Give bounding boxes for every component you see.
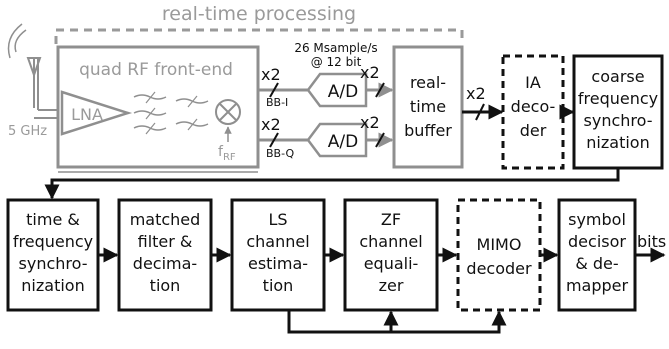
bbq-label: BB-Q (266, 147, 294, 160)
bits-output-label: bits (637, 232, 666, 251)
time-freq-sync-label-2: frequency (13, 232, 93, 251)
wrap-wire (44, 168, 620, 200)
symbol-decisor-label-3: & de- (575, 254, 618, 273)
bbi-multiplier-label: x2 (261, 65, 281, 84)
zf-equalizer-label-2: channel (359, 232, 422, 251)
realtime-bracket (54, 28, 464, 44)
ls-estimation-label-2: channel (246, 232, 309, 251)
time-freq-sync-label-4: nization (21, 276, 84, 295)
bbi-label: BB-I (266, 96, 288, 109)
filter-icon (133, 91, 209, 135)
bbq-multiplier-label: x2 (261, 115, 281, 134)
adc-i-out-multiplier: x2 (360, 63, 380, 82)
realtime-buffer-label-1: real- (410, 73, 446, 92)
frf-label: fRF (218, 144, 236, 163)
ls-estimation-box (230, 198, 326, 312)
lna-amplifier (60, 90, 133, 136)
realtime-buffer-label-2: time (410, 97, 446, 116)
ls-estimation-label-3: estima- (248, 254, 308, 273)
mimo-decoder-box (456, 198, 542, 312)
coarse-sync-label-4: nization (586, 133, 649, 152)
coarse-sync-label-2: frequency (578, 89, 658, 108)
symbol-decisor-label-2: decisor (568, 232, 626, 251)
realtime-buffer-box (392, 45, 464, 169)
mixer-icon (215, 99, 241, 142)
time-freq-sync-label-1: time & (26, 210, 80, 229)
mimo-decoder-label-2: decoder (466, 259, 532, 278)
matched-filter-label-4: tion (150, 276, 181, 295)
antenna-icon (7, 23, 62, 119)
ls-feedback-wire (287, 310, 507, 334)
ia-decoder-label-2: deco- (511, 97, 556, 116)
bit-depth-label: @ 12 bit (311, 55, 362, 69)
zf-equalizer-label-3: equali- (364, 254, 419, 273)
ia-decoder-label-3: der (520, 121, 547, 140)
antenna-frequency-label: 5 GHz (8, 124, 47, 139)
time-freq-sync-label-3: synchro- (19, 254, 88, 273)
adc-i-label: A/D (328, 82, 358, 102)
ia-decoder-label-1: IA (525, 73, 541, 92)
coarse-sync-box (572, 54, 664, 170)
adc-q-label: A/D (328, 132, 358, 152)
ls-estimation-label-1: LS (268, 210, 287, 229)
realtime-processing-label: real-time processing (162, 3, 356, 25)
matched-filter-label-3: decima- (133, 254, 197, 273)
matched-filter-label-1: matched (130, 210, 201, 229)
matched-filter-box (117, 198, 213, 312)
rf-frontend-title: quad RF front-end (79, 60, 233, 80)
coarse-sync-label-3: synchro- (584, 111, 653, 130)
ls-estimation-label-4: tion (263, 276, 294, 295)
symbol-decisor-label-1: symbol (568, 210, 626, 229)
buffer-out-multiplier: x2 (466, 84, 486, 103)
zf-equalizer-label-1: ZF (381, 210, 401, 229)
lna-label: LNA (71, 105, 103, 124)
sample-rate-label: 26 Msample/s (294, 41, 377, 55)
mimo-decoder-label-1: MIMO (477, 235, 522, 254)
realtime-buffer-label-3: buffer (404, 121, 452, 140)
adc-q-out-multiplier: x2 (360, 113, 380, 132)
matched-filter-label-2: filter & (138, 232, 193, 251)
ia-decoder-box (501, 54, 565, 170)
zf-equalizer-label-4: zer (379, 276, 404, 295)
symbol-decisor-label-4: mapper (566, 276, 629, 295)
coarse-sync-label-1: coarse (591, 67, 644, 86)
